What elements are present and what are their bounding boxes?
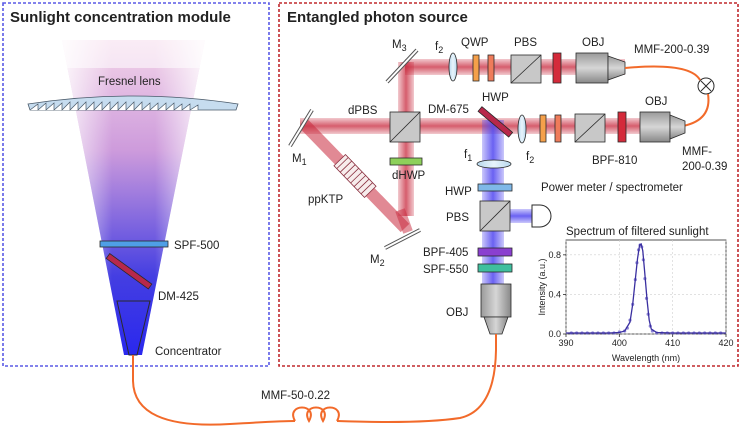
- chart-xlabel: Wavelength (nm): [612, 353, 680, 363]
- lens-f2-middle: [517, 114, 527, 144]
- filter-top: [552, 52, 562, 84]
- objective-middle: [639, 111, 686, 143]
- spf-500-label: SPF-500: [174, 240, 219, 252]
- ppktp-label: ppKTP: [308, 194, 343, 206]
- lens-f2-top: [448, 52, 458, 82]
- x-tick-label: 390: [558, 338, 573, 348]
- pbs-middle: [574, 113, 606, 143]
- fresnel-lens: [27, 95, 239, 111]
- concentrator: [116, 300, 151, 356]
- m1-label: M1: [292, 153, 307, 167]
- spf-500-filter: [99, 240, 169, 248]
- qwp-middle: [539, 114, 547, 143]
- dpbs-label: dPBS: [348, 105, 378, 117]
- chart-series: [566, 243, 726, 335]
- concentrator-label: Concentrator: [155, 346, 222, 358]
- obj-top-label: OBJ: [582, 37, 604, 49]
- dm-675-label: DM-675: [428, 104, 469, 116]
- obj-lower-label: OBJ: [446, 307, 468, 319]
- left-panel-title: Sunlight concentration module: [10, 9, 231, 26]
- coincidence-detector: [697, 77, 715, 95]
- left-panel-border: [2, 2, 270, 367]
- dm-425-label: DM-425: [158, 291, 199, 303]
- chart-title: Spectrum of filtered sunlight: [566, 226, 709, 238]
- chart-ylabel: Intensity (a.u.): [537, 258, 547, 315]
- y-tick-label: 0.8: [548, 250, 561, 260]
- spf-550-label: SPF-550: [423, 264, 468, 276]
- right-panel-border: [278, 2, 739, 367]
- spf-550-filter: [477, 263, 513, 273]
- fresnel-lens-label: Fresnel lens: [98, 76, 161, 88]
- hwp-lower: [477, 183, 513, 192]
- sunlight-cone-fade: [62, 40, 205, 355]
- entangled-source-panel: Entangled photon source M3 f2 QWP HWP: [278, 2, 739, 367]
- objective-lower: [480, 283, 512, 335]
- bpf-405-filter: [477, 247, 513, 257]
- right-panel-title: Entangled photon source: [287, 9, 468, 26]
- y-tick-label: 0.0: [548, 329, 561, 339]
- power-meter-label: Power meter / spectrometer: [541, 182, 683, 194]
- fit-line: [566, 243, 726, 334]
- mmf-middle-label-1: MMF-: [682, 146, 712, 158]
- dhwp: [389, 157, 423, 166]
- ppktp-crystal: [333, 154, 377, 198]
- pbs-top: [510, 54, 542, 84]
- objective-top: [575, 52, 626, 84]
- lens-f1: [476, 159, 512, 169]
- spectrum-chart: Spectrum of filtered sunlight 390 400 410 4…: [537, 226, 734, 363]
- fiber-mmf-50: [132, 334, 497, 426]
- chart-ticks: 390 400 410 420 0.0 0.4 0.8: [548, 250, 733, 348]
- mmf-top-label: MMF-200-0.39: [634, 44, 709, 56]
- x-tick-label: 400: [612, 338, 627, 348]
- bpf-810-filter: [617, 111, 627, 143]
- bpf-810-label: BPF-810: [592, 155, 637, 167]
- hwp-middle: [554, 114, 562, 143]
- y-tick-label: 0.4: [548, 289, 561, 299]
- x-tick-label: 420: [718, 338, 733, 348]
- m2-label: M2: [370, 254, 385, 268]
- qwp-top: [472, 54, 480, 82]
- power-meter: [531, 204, 552, 228]
- dm-675: [477, 106, 514, 138]
- sunlight-module-panel: Sunlight concentration module Fresnel le…: [2, 2, 270, 367]
- dm-425-mirror: [105, 253, 153, 290]
- pbs-lower: [479, 200, 511, 232]
- dpbs: [389, 111, 421, 143]
- fiber-top: [624, 65, 701, 81]
- hwp-top: [487, 54, 495, 82]
- m3-label: M3: [392, 39, 407, 53]
- obj-middle-label: OBJ: [645, 96, 667, 108]
- f2-middle-label: f2: [526, 151, 534, 165]
- mmf-middle-label-2: 200-0.39: [682, 161, 727, 173]
- beam-m2-red: [395, 208, 413, 234]
- f1-label: f1: [464, 149, 472, 163]
- bpf-405-label: BPF-405: [423, 247, 468, 259]
- fiber-middle: [682, 93, 710, 127]
- f2-top-label: f2: [435, 41, 443, 55]
- qwp-label: QWP: [461, 37, 489, 49]
- dhwp-label: dHWP: [392, 170, 426, 182]
- fiber-label: MMF-50-0.22: [261, 390, 330, 402]
- hwp-top-label: HWP: [482, 92, 509, 104]
- pbs-top-label: PBS: [514, 37, 537, 49]
- x-tick-label: 410: [665, 338, 680, 348]
- pbs-lower-label: PBS: [446, 212, 469, 224]
- hwp-lower-label: HWP: [445, 186, 472, 198]
